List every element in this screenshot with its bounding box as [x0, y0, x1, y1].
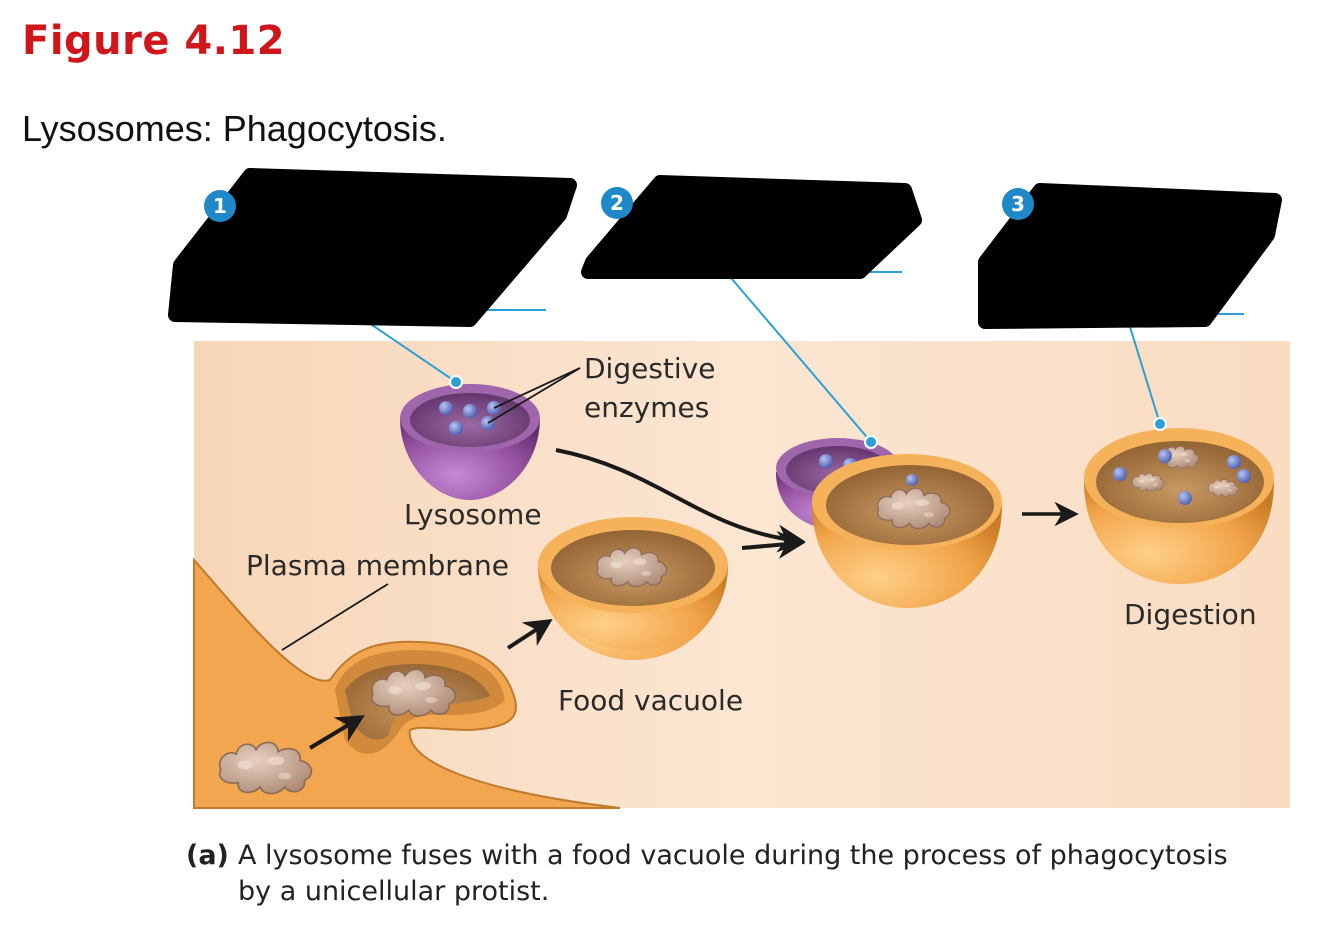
- redaction-step-2: [581, 175, 922, 279]
- caption-tag: (a): [186, 840, 229, 871]
- fusion-enzyme: [906, 474, 918, 486]
- figure-subtitle: Lysosomes: Phagocytosis.: [22, 108, 447, 149]
- redaction-step-3: [978, 183, 1282, 329]
- figure-title: Figure 4.12: [22, 18, 286, 64]
- svg-text:2: 2: [610, 191, 624, 215]
- arrow-lysosome-to-fusion: [555, 448, 806, 553]
- enzymes-leader-1: [493, 367, 581, 409]
- caption-text: A lysosome fuses with a food vacuole dur…: [238, 840, 1228, 907]
- plasma-membrane-label: Plasma membrane: [246, 549, 509, 582]
- food-vacuole: [538, 517, 728, 660]
- arrow-vacuole-to-fusion: [741, 530, 806, 559]
- redaction-step-1: [168, 168, 577, 327]
- plasma-membrane-leader: [281, 583, 389, 651]
- step-badge-1: 1: [204, 190, 236, 222]
- digestive-enzymes-label-2: enzymes: [584, 391, 709, 424]
- arrow-ingest: [308, 715, 365, 750]
- digestion-fragments: [1113, 446, 1251, 505]
- step-badge-2: 2: [601, 187, 633, 219]
- svg-text:3: 3: [1011, 192, 1025, 216]
- enzymes-leader-2: [487, 367, 581, 424]
- digestion-label: Digestion: [1124, 598, 1257, 631]
- lysosome-label: Lysosome: [404, 498, 542, 531]
- food-vacuole-label: Food vacuole: [558, 684, 743, 717]
- digestive-enzymes-label-1: Digestive: [584, 352, 715, 385]
- leader-endpoints: [449, 375, 1167, 449]
- arrow-to-vacuole: [506, 618, 553, 650]
- svg-text:1: 1: [213, 194, 227, 218]
- digestion-vacuole: [1084, 428, 1274, 584]
- step-badge-3: 3: [1002, 188, 1034, 220]
- figure-caption: (a) A lysosome fuses with a food vacuole…: [186, 838, 1236, 910]
